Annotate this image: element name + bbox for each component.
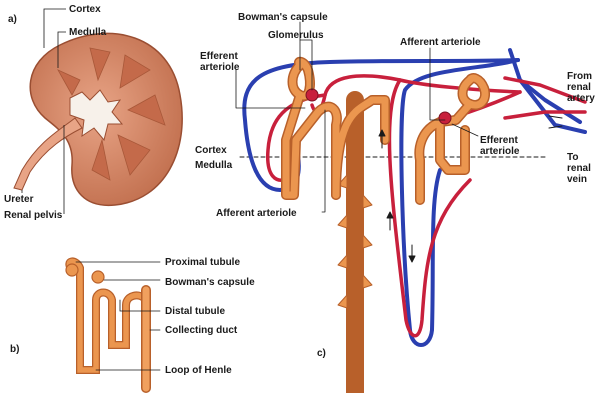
glomerulus-right — [439, 112, 451, 124]
proximal-tubule-label: Proximal tubule — [165, 257, 240, 268]
efferent-left-label-2: arteriole — [200, 62, 240, 73]
cortex-leader — [44, 9, 66, 48]
to-renal-vein-label-3: vein — [567, 174, 587, 185]
loop-of-henle-label: Loop of Henle — [165, 365, 232, 376]
efferent-right-label-1: Efferent — [480, 135, 518, 146]
glomerulus-left — [306, 89, 318, 101]
ureter-label: Ureter — [4, 194, 34, 205]
afferent-top-label: Afferent arteriole — [400, 37, 481, 48]
cortex-label: Cortex — [195, 145, 227, 156]
medulla-label: Medulla — [195, 160, 233, 171]
small-nephron — [66, 261, 160, 388]
bowmans-capsule-label: Bowman's capsule — [238, 12, 328, 23]
panel-b-label: b) — [10, 344, 19, 355]
kidney-medulla-label: Medulla — [69, 27, 107, 38]
panel-a-label: a) — [8, 14, 17, 25]
small-bowmans-capsule-label: Bowman's capsule — [165, 277, 255, 288]
distal-tubule-label: Distal tubule — [165, 306, 225, 317]
efferent-left-label-1: Efferent — [200, 51, 238, 62]
from-renal-artery-label-1: From — [567, 71, 592, 82]
glomerulus-label: Glomerulus — [268, 30, 324, 41]
collecting-duct-label: Collecting duct — [165, 325, 238, 336]
panel-c-label: c) — [317, 348, 326, 359]
efferent-right-label-2: arteriole — [480, 146, 520, 157]
kidney-cortex-label: Cortex — [69, 4, 101, 15]
flow-arrows — [379, 116, 562, 262]
to-renal-vein-label-2: renal — [567, 163, 591, 174]
kidney-cross-section — [14, 9, 182, 214]
to-renal-vein-label-1: To — [567, 152, 578, 163]
small-bowmans-capsule — [92, 271, 104, 283]
afferent-bottom-leader — [322, 110, 325, 212]
afferent-bottom-label: Afferent arteriole — [216, 208, 297, 219]
renal-pelvis-label: Renal pelvis — [4, 210, 63, 221]
from-renal-artery-label-2: renal — [567, 82, 591, 93]
from-renal-artery-label-3: artery — [567, 93, 595, 104]
tubules — [286, 62, 485, 200]
